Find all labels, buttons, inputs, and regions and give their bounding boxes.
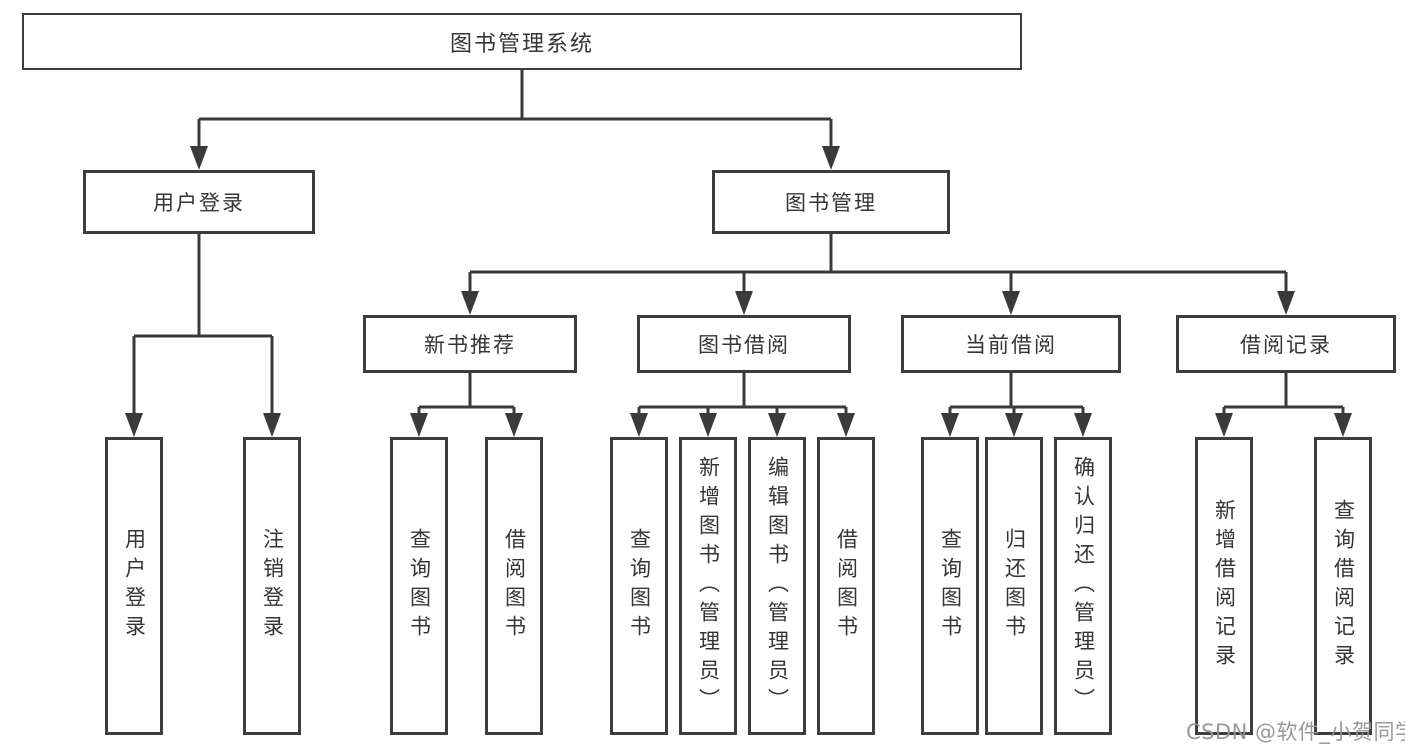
leaf-return-books: 归还图书	[985, 437, 1043, 735]
leaf-add-book-admin-label: 新增图书（管理员）	[696, 455, 721, 717]
leaf-add-book-admin: 新增图书（管理员）	[679, 437, 737, 735]
node-new-book-recommend: 新书推荐	[363, 315, 577, 373]
leaf-return-books-label: 归还图书	[1002, 528, 1027, 644]
node-user-login: 用户登录	[83, 170, 315, 234]
node-book-borrowing: 图书借阅	[637, 315, 851, 373]
leaf-edit-book-admin-label: 编辑图书（管理员）	[765, 455, 790, 717]
csdn-watermark: CSDN @软件_小贺同学	[1186, 720, 1405, 744]
leaf-borrow-books-recommend: 借阅图书	[485, 437, 543, 735]
leaf-edit-book-admin: 编辑图书（管理员）	[748, 437, 806, 735]
leaf-query-books-current-label: 查询图书	[938, 528, 963, 644]
leaf-borrow-books-recommend-label: 借阅图书	[502, 528, 527, 644]
leaf-user-login: 用户登录	[105, 437, 163, 735]
leaf-query-books-borrowing-label: 查询图书	[627, 528, 652, 644]
node-system-root: 图书管理系统	[22, 13, 1022, 70]
leaf-add-borrow-record-label: 新增借阅记录	[1212, 499, 1237, 673]
leaf-confirm-return-admin-label: 确认归还（管理员）	[1071, 455, 1096, 717]
node-current-borrowing: 当前借阅	[901, 315, 1121, 373]
leaf-query-books-borrowing: 查询图书	[610, 437, 668, 735]
leaf-logout-label: 注销登录	[260, 528, 285, 644]
leaf-confirm-return-admin: 确认归还（管理员）	[1054, 437, 1112, 735]
leaf-query-books-current: 查询图书	[921, 437, 979, 735]
leaf-query-books-recommend-label: 查询图书	[407, 528, 432, 644]
leaf-borrow-books-borrowing: 借阅图书	[817, 437, 875, 735]
leaf-query-borrow-record: 查询借阅记录	[1314, 437, 1372, 735]
leaf-query-borrow-record-label: 查询借阅记录	[1331, 499, 1356, 673]
node-borrowing-records: 借阅记录	[1176, 315, 1396, 373]
leaf-user-login-label: 用户登录	[122, 528, 147, 644]
leaf-borrow-books-borrowing-label: 借阅图书	[834, 528, 859, 644]
leaf-logout: 注销登录	[243, 437, 301, 735]
arrowheads	[125, 146, 1352, 437]
node-book-management: 图书管理	[712, 170, 950, 234]
leaf-add-borrow-record: 新增借阅记录	[1195, 437, 1253, 735]
leaf-query-books-recommend: 查询图书	[390, 437, 448, 735]
